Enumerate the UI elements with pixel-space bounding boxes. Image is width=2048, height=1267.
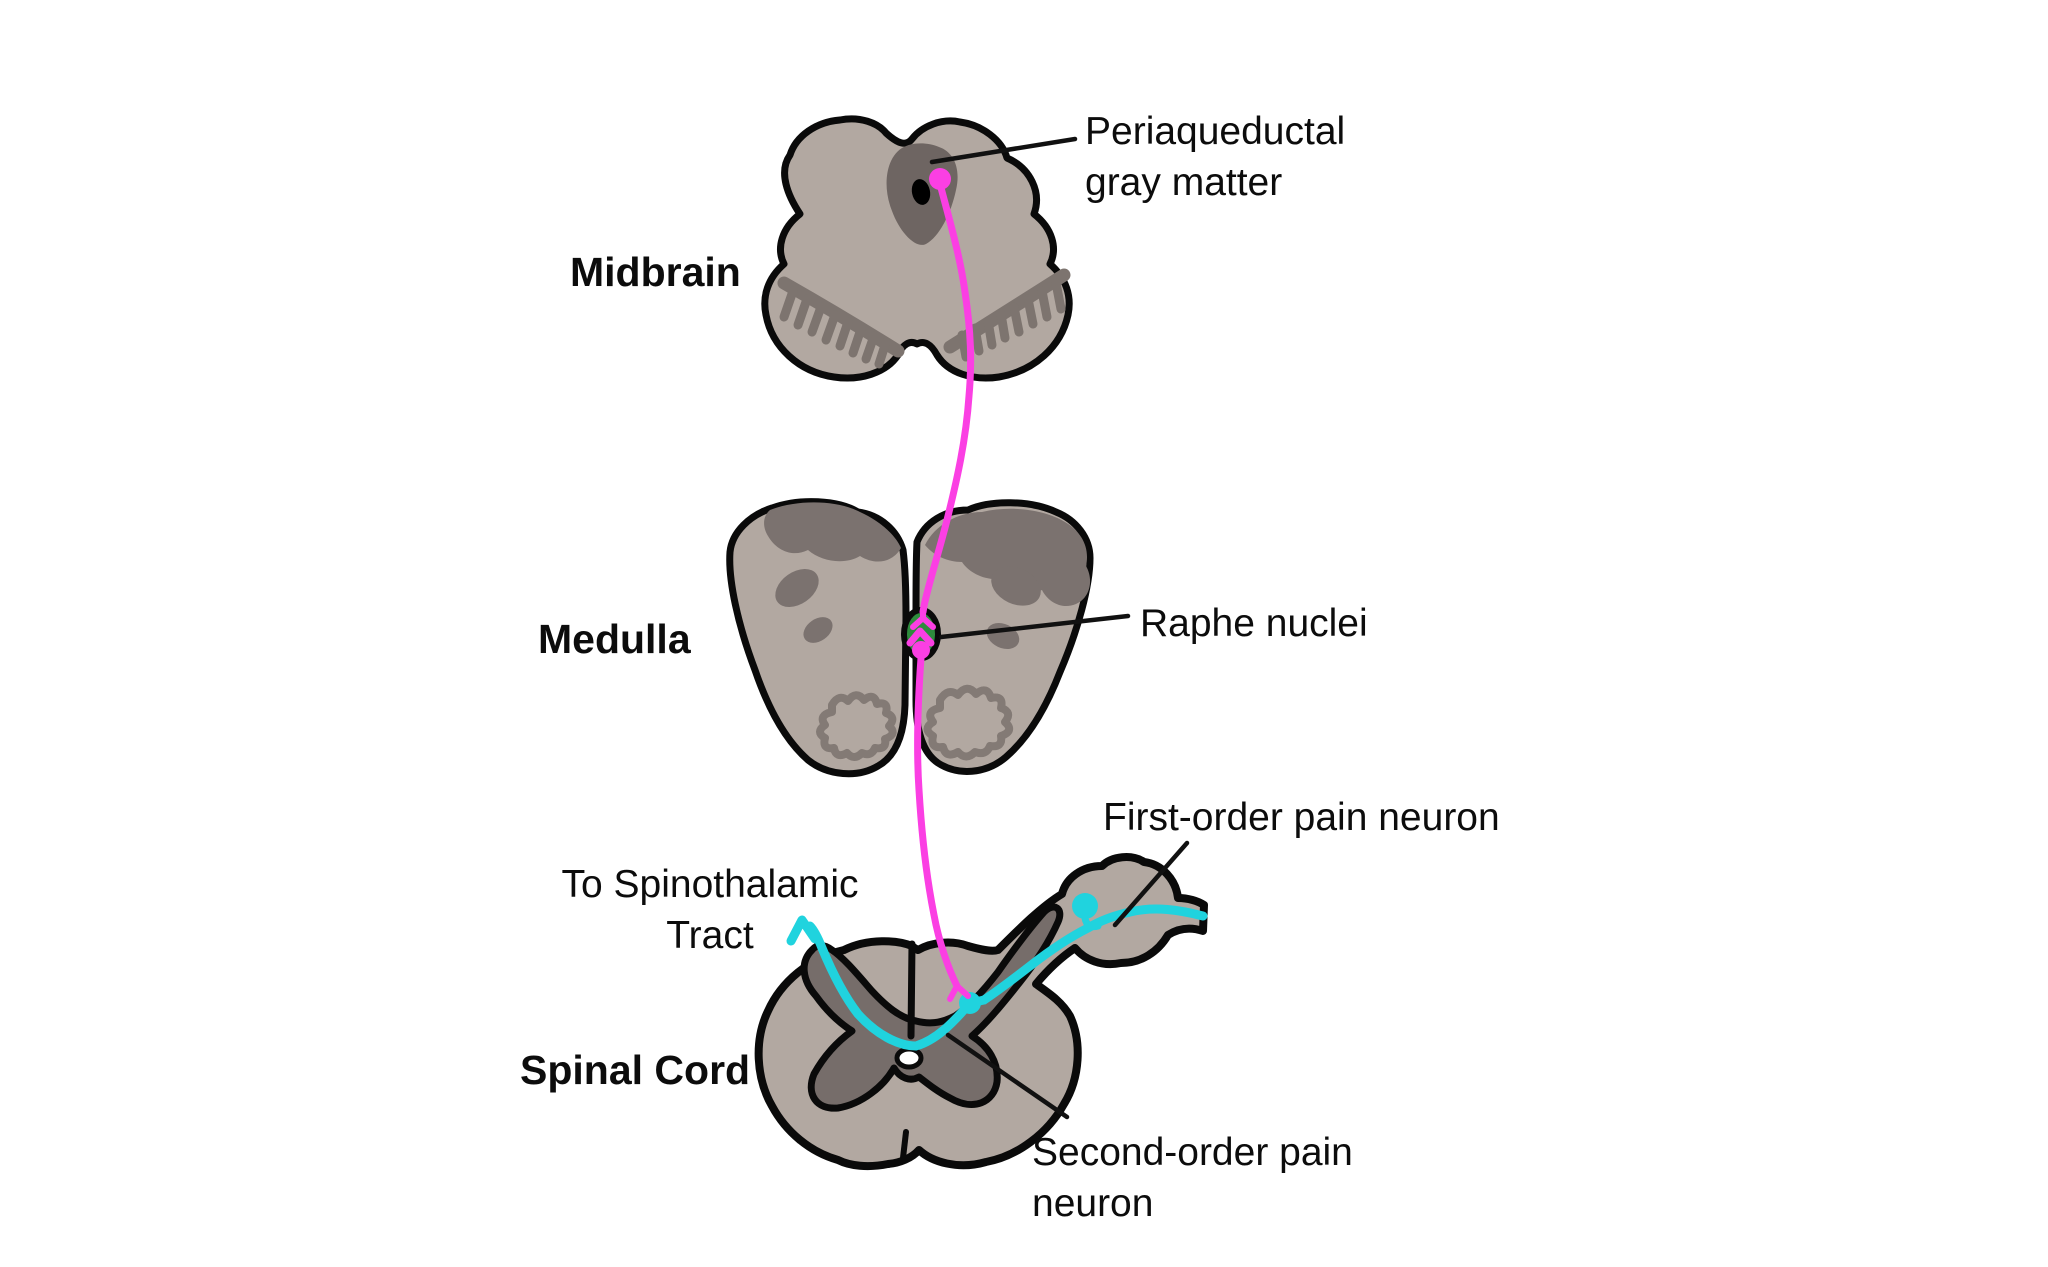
cord-axon-terminal-fork <box>947 983 971 1002</box>
posterior-median-fissure <box>907 940 916 1040</box>
raphe-axon-terminal-fork <box>910 609 936 630</box>
periaqueductal-label: Periaqueductal gray matter <box>1085 106 1345 208</box>
to-spinothalamic-label: To Spinothalamic Tract <box>530 859 890 961</box>
olivary-squiggles <box>816 684 1014 761</box>
leader-second-order <box>945 1032 1070 1120</box>
medulla-label: Medulla <box>538 616 691 662</box>
fringe-right <box>943 268 1071 362</box>
medulla-left-cap <box>764 502 901 562</box>
ganglion-soma-stem <box>1081 914 1102 931</box>
medulla-right-cap <box>925 508 1091 607</box>
spinal-cord-section <box>754 853 1208 1171</box>
leader-raphe <box>938 613 1131 640</box>
spinal-gray-matter <box>800 903 1064 1112</box>
pag-to-raphe-axon <box>919 180 975 616</box>
second-order-label-line1: Second-order pain <box>1032 1131 1353 1174</box>
leader-periaqueductal <box>929 136 1078 165</box>
second-order-soma <box>959 992 981 1014</box>
cyan-pathway <box>786 893 1208 1051</box>
leader-first-order <box>1112 840 1190 928</box>
raphe-dendrite-chevron <box>906 627 935 647</box>
anterior-median-notch <box>900 1129 909 1161</box>
first-order-soma <box>1072 893 1098 919</box>
central-canal <box>894 1046 924 1070</box>
raphe-label: Raphe nuclei <box>1140 602 1368 645</box>
pink-pathway <box>906 168 975 1002</box>
to-spinothalamic-label-line2: Tract <box>666 914 754 957</box>
second-order-label-line2: neuron <box>1032 1182 1154 1225</box>
fringe-left <box>777 276 905 369</box>
to-spinothalamic-label-line1: To Spinothalamic <box>561 863 859 906</box>
midbrain-section <box>761 115 1073 382</box>
periaqueductal-label-line2: gray matter <box>1085 161 1283 204</box>
spinothalamic-arrowhead <box>786 915 820 946</box>
periaqueductal-label-line1: Periaqueductal <box>1085 110 1346 153</box>
first-order-label: First-order pain neuron <box>1103 796 1500 839</box>
second-order-label: Second-order pain neuron <box>1032 1127 1353 1229</box>
raphe-soma <box>912 641 930 659</box>
midbrain-label: Midbrain <box>570 249 741 295</box>
leader-lines <box>929 136 1190 1120</box>
pag-soma <box>929 168 951 190</box>
spinal-cord-label: Spinal Cord <box>520 1047 751 1093</box>
cerebral-aqueduct <box>911 179 931 205</box>
raphe-to-cord-axon <box>914 654 961 990</box>
